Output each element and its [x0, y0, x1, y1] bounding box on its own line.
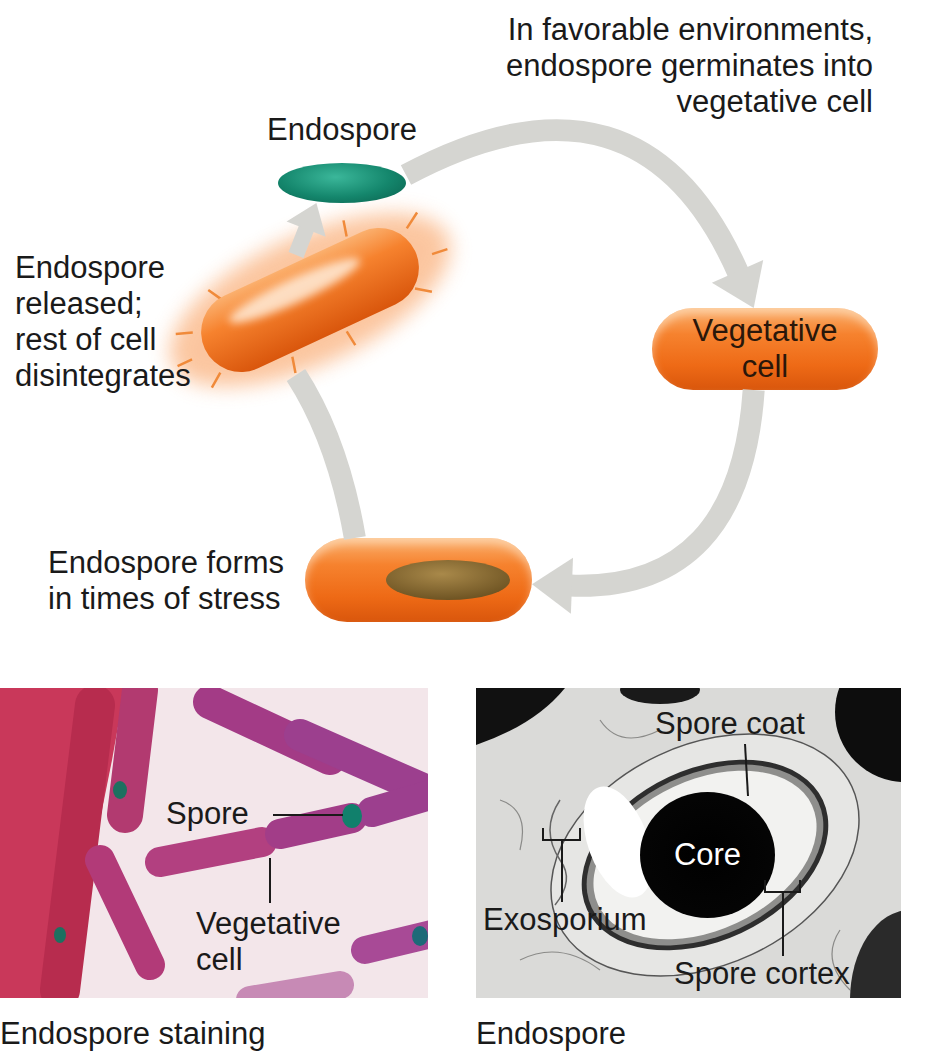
arrow-head: [287, 203, 326, 237]
vegetative-cell: Vegetative cell: [652, 308, 878, 390]
bracket: [765, 880, 800, 956]
disintegrating-cell: Endospore released; rest of cell disinte…: [188, 255, 428, 375]
arrow-head: [712, 260, 763, 308]
endospore-oval: Endospore: [278, 163, 406, 203]
rod-cell: [280, 818, 352, 834]
forespore: [386, 560, 510, 600]
rod-cell: [300, 735, 425, 790]
arrow-body: [570, 390, 754, 586]
part-label: Vegetative cell: [196, 906, 356, 978]
edge-label: In favorable environments, endospore ger…: [483, 12, 873, 120]
spore-coat-layer: [551, 722, 859, 988]
membrane-fold: [550, 800, 566, 905]
leader-line: [269, 858, 271, 903]
rod-cell: [60, 705, 95, 990]
part-label: Exosporium: [483, 902, 647, 938]
panel-caption: Endospore: [476, 1016, 626, 1052]
stage-label: Endospore released; rest of cell disinte…: [15, 250, 199, 394]
cell-highlight: [224, 249, 365, 332]
cycle-arrow: [406, 130, 763, 308]
rod-cell: [160, 842, 262, 862]
cell-glow: [145, 178, 475, 422]
spore-layers: [512, 688, 899, 998]
panel-caption: Endospore staining: [0, 1016, 265, 1052]
dark-region: [850, 910, 901, 998]
leader-line: [745, 744, 748, 796]
stained-spore: [342, 804, 362, 828]
stage-label: Endospore forms in times of stress: [48, 545, 298, 617]
part-label: Spore coat: [655, 706, 805, 742]
arrow-body: [296, 375, 355, 538]
part-label: Core: [640, 837, 775, 873]
dark-region: [476, 688, 565, 745]
cycle-arrow: [296, 375, 355, 538]
sporulating-cell: Endospore forms in times of stress: [305, 538, 532, 622]
cell-fragments: [151, 186, 467, 417]
arrow-body: [296, 227, 307, 255]
stained-spore: [113, 781, 127, 799]
stained-spore: [412, 926, 428, 946]
coat-band: [557, 729, 852, 981]
bracket: [543, 828, 580, 902]
rod-cell: [250, 985, 340, 998]
exosporium-layer: [512, 688, 899, 998]
arrow-head: [532, 558, 573, 614]
rod-cells: [60, 690, 428, 998]
cell-mass: [0, 688, 125, 998]
electron-micrograph: Spore coatExosporiumSpore cortexEndospor…: [476, 688, 901, 998]
part-label: Spore cortex: [674, 956, 850, 992]
cell-label: Vegetative cell: [685, 313, 845, 385]
stage-label: Endospore: [257, 112, 427, 148]
rod-cell: [100, 860, 150, 965]
rod-cell: [125, 690, 140, 815]
stain-photo: [0, 688, 428, 998]
arrow-body: [406, 130, 738, 273]
dark-region: [620, 688, 700, 704]
part-label: Spore: [166, 796, 249, 832]
cycle-arrow: [287, 203, 326, 255]
leader-line: [273, 814, 343, 816]
cell-body: [188, 215, 432, 386]
dark-region: [835, 688, 901, 782]
stained-spore: [54, 927, 66, 943]
em-photo: [476, 688, 901, 998]
cycle-arrow: [532, 390, 754, 614]
spore-core: Core: [640, 792, 775, 918]
rod-cell: [372, 792, 428, 812]
spore-cortex-layer: [566, 737, 843, 973]
disintegrating-cell-art: [145, 178, 475, 422]
stain-micrograph: SporeVegetative cellEndospore staining: [0, 688, 428, 998]
